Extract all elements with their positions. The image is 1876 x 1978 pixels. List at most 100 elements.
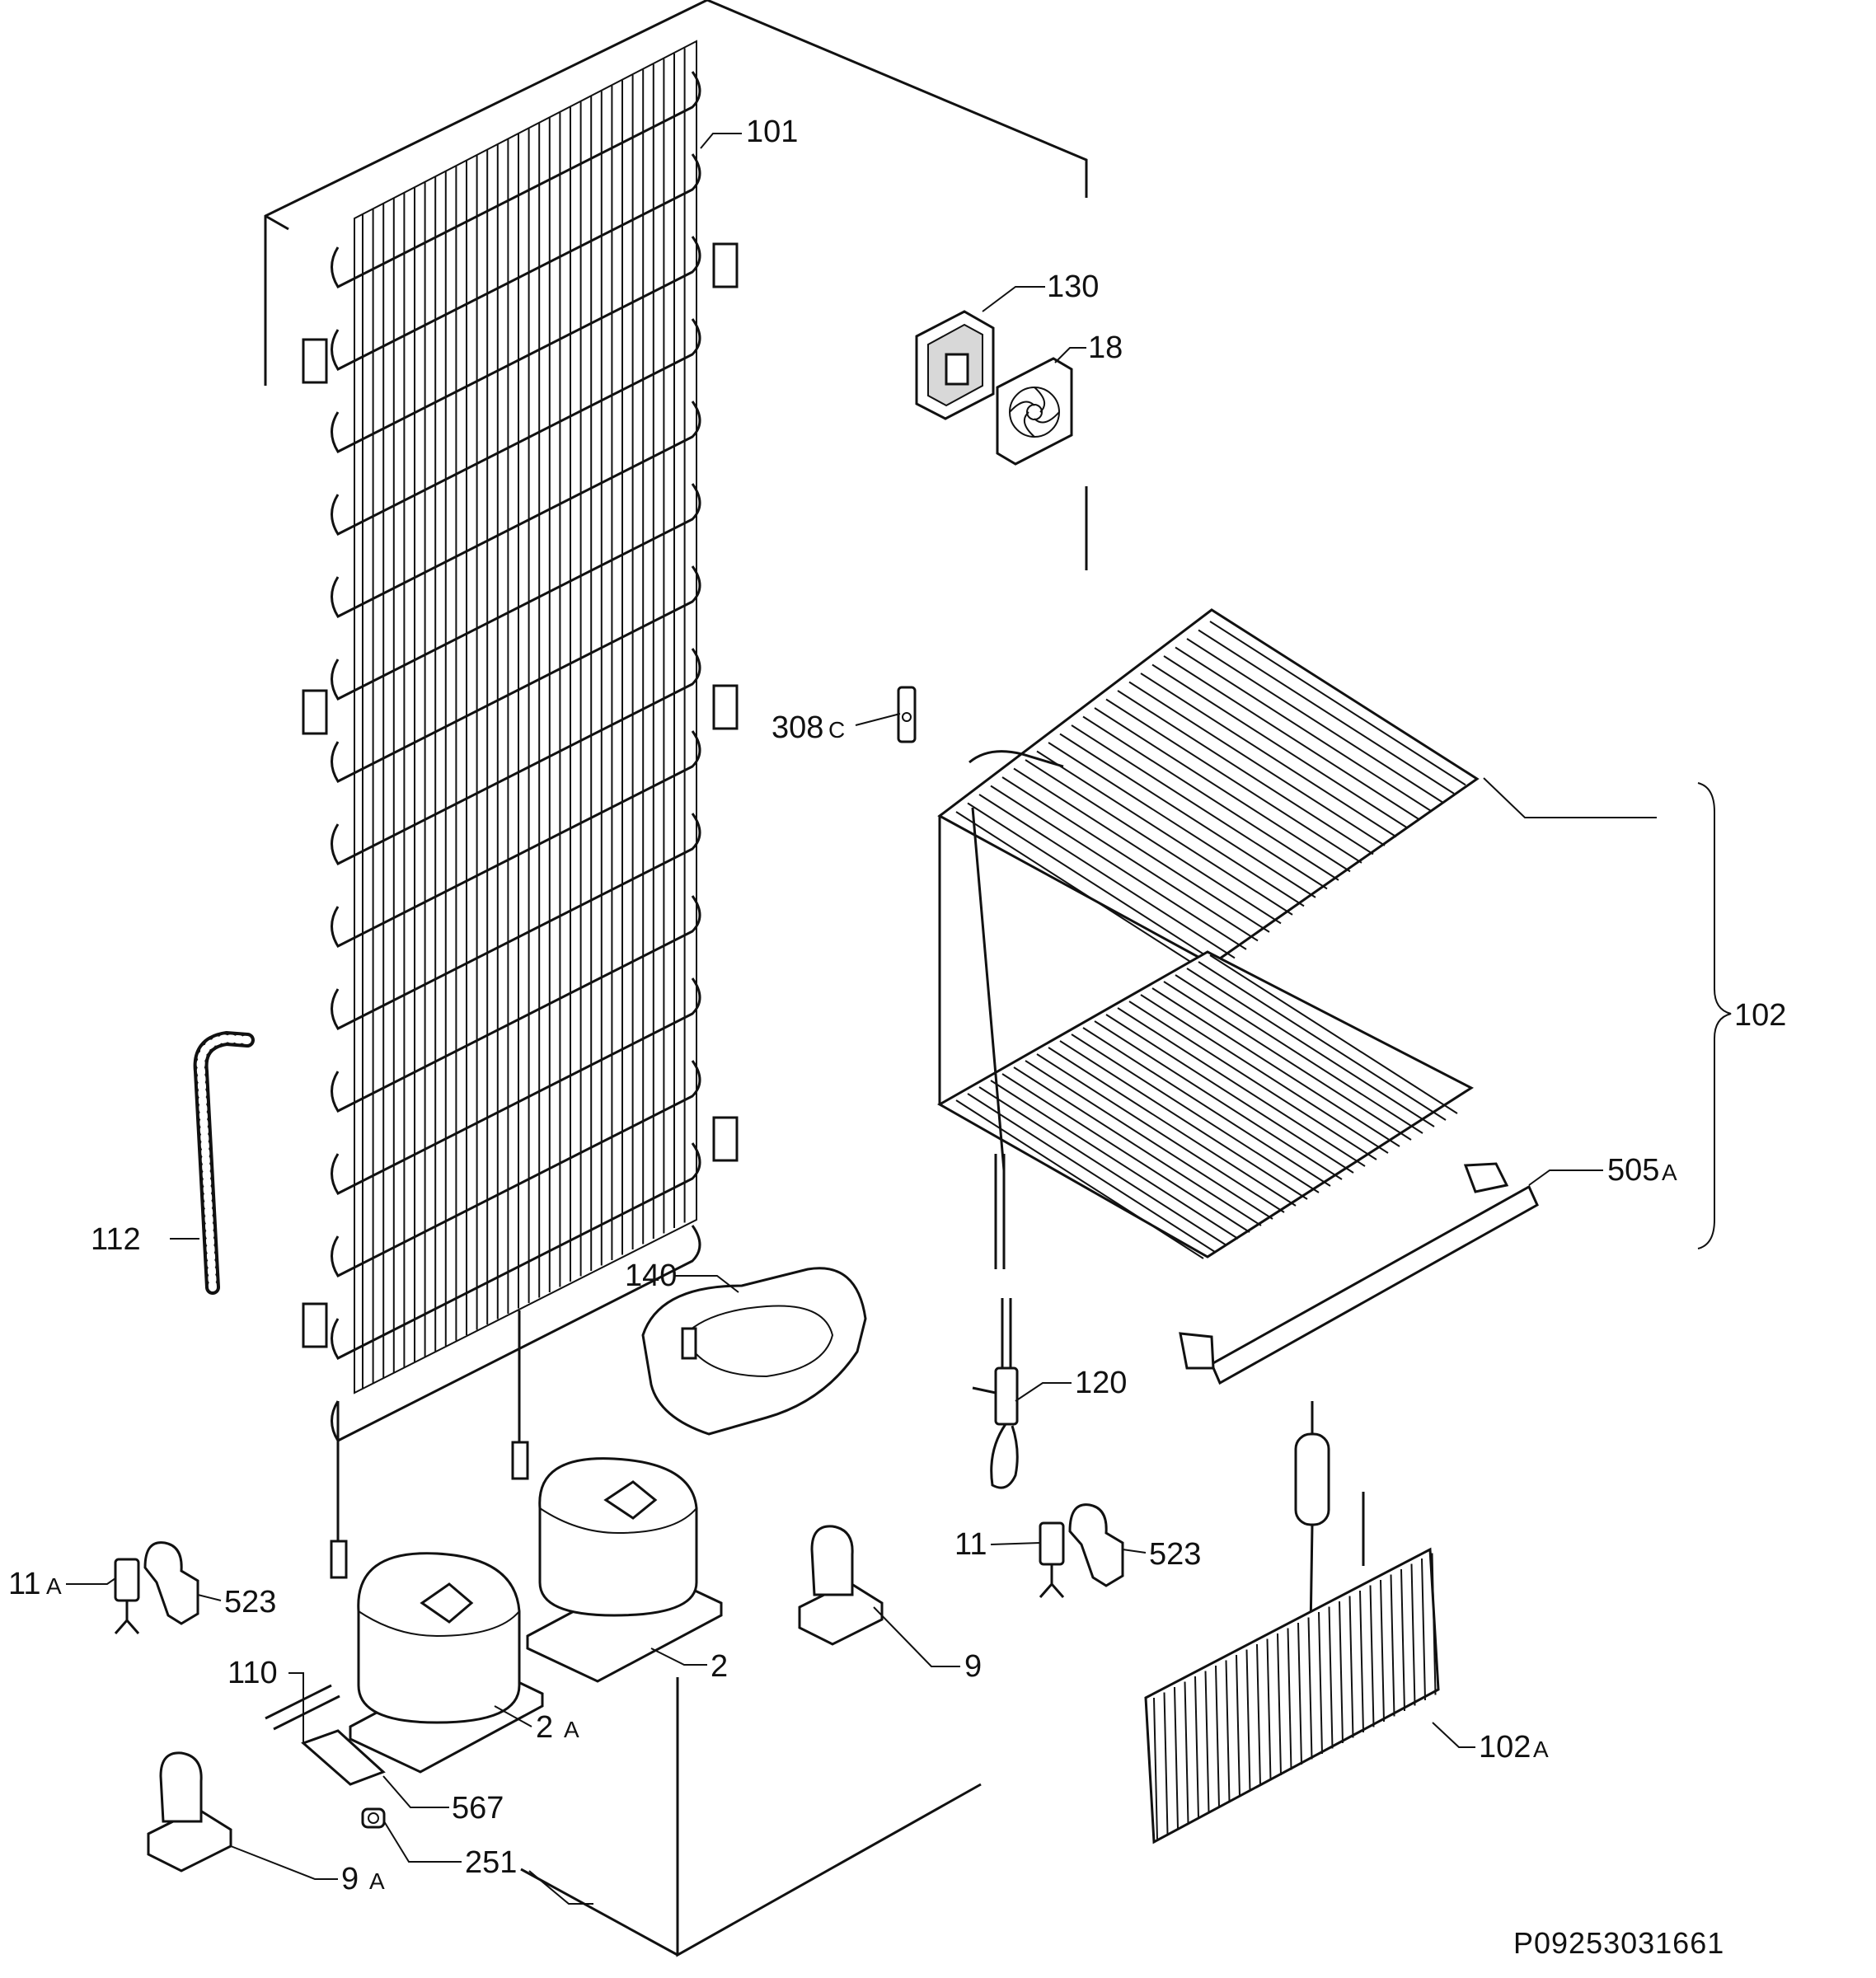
evaporator-fin bbox=[1421, 1558, 1426, 1701]
shelf-wire bbox=[1198, 961, 1447, 1121]
coil-loop bbox=[331, 895, 701, 1113]
evaporator-fin bbox=[1256, 1643, 1261, 1787]
coil-loop bbox=[331, 71, 701, 288]
temperature-sensor bbox=[972, 1298, 1019, 1489]
label-101: 101 bbox=[746, 115, 798, 149]
part-labels: 101 130 18 308 C 102 505 A 112 140 120 1… bbox=[8, 115, 1786, 1960]
evaporator-fin bbox=[1153, 1697, 1158, 1840]
coil-loop bbox=[331, 648, 701, 865]
fan-cover bbox=[915, 310, 995, 420]
label-11a-suffix: A bbox=[46, 1573, 62, 1599]
shelf-wire bbox=[1128, 1001, 1377, 1160]
label-308: 308 bbox=[772, 710, 823, 745]
shelf-wire bbox=[1001, 776, 1259, 942]
shelf-wire bbox=[1105, 698, 1362, 864]
label-140: 140 bbox=[625, 1259, 677, 1293]
label-112: 112 bbox=[91, 1222, 141, 1257]
label-102a-suffix: A bbox=[1533, 1737, 1549, 1762]
label-2a-suffix: A bbox=[564, 1717, 579, 1742]
evaporator-fin bbox=[1297, 1622, 1302, 1765]
label-523b: 523 bbox=[1149, 1537, 1201, 1572]
label-102: 102 bbox=[1734, 998, 1786, 1033]
coil-loop bbox=[331, 1060, 701, 1277]
shelf-wire bbox=[1082, 715, 1339, 881]
mounting-plate bbox=[301, 1729, 386, 1829]
shelf-wire bbox=[1025, 1060, 1273, 1220]
shelf-wire bbox=[1151, 663, 1409, 829]
label-567: 567 bbox=[452, 1791, 504, 1826]
evaporator-fin bbox=[1339, 1601, 1344, 1744]
shelf-wire bbox=[1117, 690, 1374, 855]
evaporator-fin bbox=[1328, 1606, 1334, 1749]
shelf-wire bbox=[1140, 994, 1389, 1154]
shelf-wire bbox=[1175, 646, 1432, 812]
shelf-wire bbox=[990, 1080, 1239, 1240]
shelf-wire bbox=[1001, 1073, 1250, 1233]
evaporator-coil bbox=[1144, 1492, 1440, 1844]
shelf-wire bbox=[1013, 1066, 1262, 1226]
filter-drier bbox=[1294, 1401, 1330, 1633]
evaporator-fin bbox=[1245, 1649, 1251, 1792]
leader-lines bbox=[66, 133, 1732, 1905]
label-130: 130 bbox=[1047, 270, 1099, 304]
evaporator-fin bbox=[1225, 1660, 1231, 1802]
shelf-wire bbox=[967, 802, 1224, 968]
evaporator-fin bbox=[1287, 1628, 1292, 1770]
label-110: 110 bbox=[227, 1656, 278, 1690]
label-2a: 2 bbox=[536, 1710, 553, 1745]
evaporator-fin bbox=[1204, 1671, 1210, 1813]
coil-loop bbox=[331, 236, 701, 453]
fan-icon bbox=[996, 357, 1073, 466]
shelf-wire bbox=[1186, 968, 1435, 1127]
label-18: 18 bbox=[1088, 330, 1123, 365]
shelf-wire bbox=[978, 794, 1236, 959]
coil-loop bbox=[331, 483, 701, 701]
shelf-wire bbox=[1186, 638, 1443, 804]
relay bbox=[114, 1503, 1124, 1634]
evaporator-shelf bbox=[936, 608, 1480, 1269]
evaporator-fin bbox=[1400, 1568, 1405, 1712]
coil-loop bbox=[331, 318, 701, 536]
compressor bbox=[265, 1457, 723, 1774]
evaporator-fin bbox=[1318, 1611, 1323, 1755]
coil-loop bbox=[331, 1225, 701, 1442]
shelf-wire bbox=[1163, 655, 1420, 821]
drip-tray bbox=[641, 1267, 867, 1436]
shelf-wire bbox=[1059, 733, 1316, 898]
evaporator-fin bbox=[1359, 1590, 1364, 1733]
evaporator-fin bbox=[1390, 1574, 1395, 1717]
shelf-wire bbox=[1151, 987, 1400, 1147]
coil-loop bbox=[331, 813, 701, 1030]
shelf-wire bbox=[1036, 1053, 1285, 1213]
evaporator-fin bbox=[1431, 1553, 1437, 1695]
evaporator-fin bbox=[1369, 1585, 1375, 1727]
coil-loop bbox=[331, 1142, 701, 1360]
label-11: 11 bbox=[954, 1527, 987, 1562]
label-308-suffix: C bbox=[828, 717, 845, 743]
shelf-wire bbox=[1209, 954, 1458, 1114]
shelf-wire bbox=[1071, 1034, 1320, 1193]
shelf-wire bbox=[1209, 621, 1466, 786]
shelf-wire bbox=[1013, 767, 1270, 933]
label-251: 251 bbox=[465, 1845, 517, 1880]
shelf-wire bbox=[1094, 1020, 1343, 1180]
shelf-wire bbox=[1071, 724, 1328, 890]
mount-bracket bbox=[147, 1525, 884, 1873]
evaporator-fin bbox=[1215, 1665, 1220, 1808]
drain-tube bbox=[193, 1030, 255, 1295]
evaporator-fin bbox=[1380, 1579, 1385, 1723]
shelf-wire bbox=[1175, 974, 1423, 1134]
shelf-wire bbox=[1036, 750, 1293, 916]
evaporator-fin bbox=[1277, 1633, 1282, 1776]
shelf-wire bbox=[1094, 707, 1351, 873]
shelf-wire bbox=[990, 785, 1247, 950]
shelf-wire bbox=[1025, 759, 1282, 925]
evaporator-fin bbox=[1184, 1681, 1189, 1824]
label-523a: 523 bbox=[224, 1585, 276, 1619]
evaporator-fin bbox=[1236, 1654, 1241, 1798]
drawing-code: P09253031661 bbox=[1513, 1926, 1724, 1960]
evaporator-fin bbox=[1348, 1596, 1354, 1738]
evaporator-fin bbox=[1174, 1686, 1179, 1830]
coil-loop bbox=[331, 153, 701, 371]
shelf-wire bbox=[1048, 742, 1305, 907]
